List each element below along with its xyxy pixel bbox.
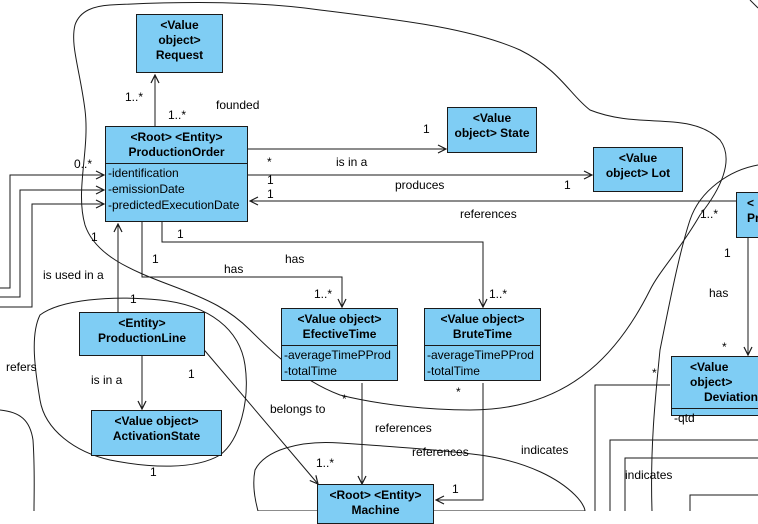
aggregate-boundary-product xyxy=(651,164,758,511)
label-has-left: has xyxy=(224,262,244,276)
class-request-name: Request xyxy=(155,48,204,62)
mult-deviation-star: * xyxy=(722,340,727,354)
assoc-deviation-indicates-3 xyxy=(624,457,758,511)
class-state-name: object> State xyxy=(454,126,530,140)
assoc-left-3 xyxy=(0,204,104,308)
mult-efective-1: 1..* xyxy=(314,287,333,301)
right-connector xyxy=(689,494,758,511)
assoc-deviation-indicates-1 xyxy=(594,384,670,511)
attr-eff-average-time: -averageTimePProd xyxy=(284,348,391,362)
mult-order-1b: 1 xyxy=(267,187,274,201)
mult-request-1: 1..* xyxy=(125,90,144,104)
aggregate-boundary-production-order xyxy=(73,2,727,411)
class-request[interactable]: <Value object> Request xyxy=(136,14,223,73)
label-is-in-a-line: is in a xyxy=(91,373,123,387)
class-brute-time-name: BruteTime xyxy=(452,327,513,341)
attr-emission-date: -emissionDate xyxy=(108,182,185,196)
mult-order-0: 0..* xyxy=(74,157,93,171)
attr-identification: -identification xyxy=(108,166,179,180)
label-references-low: references xyxy=(412,445,469,459)
label-belongs-to: belongs to xyxy=(270,402,326,416)
attr-eff-total-time: -totalTime xyxy=(284,364,337,378)
class-activation-state[interactable]: <Value object> ActivationState xyxy=(91,410,222,456)
class-activation-state-name: ActivationState xyxy=(112,429,201,443)
class-production-order-stereo: <Root> <Entity> xyxy=(130,130,223,144)
class-state-stereo: <Value xyxy=(472,111,512,125)
attr-brute-average-time: -averageTimePProd xyxy=(427,348,534,362)
class-machine[interactable]: <Root> <Entity> Machine xyxy=(317,484,434,524)
label-founded: founded xyxy=(216,98,260,112)
attr-brute-total-time: -totalTime xyxy=(427,364,480,378)
class-lot-name: object> Lot xyxy=(605,166,671,180)
class-product-stereo: < xyxy=(747,196,755,210)
mult-order-star: * xyxy=(267,155,272,169)
class-request-stereo-2: object> xyxy=(158,33,201,47)
mult-activation-1: 1 xyxy=(150,465,157,479)
class-efective-time[interactable]: <Value object> EfectiveTime -averageTime… xyxy=(281,308,398,381)
mult-order-bottom-1b: 1 xyxy=(152,252,159,266)
mult-brute-star: * xyxy=(456,385,461,399)
mult-efective-star: * xyxy=(342,392,347,406)
assoc-left-2 xyxy=(0,190,104,298)
class-production-line[interactable]: <Entity> ProductionLine xyxy=(79,312,205,356)
aggregate-boundary-production-line xyxy=(33,297,247,467)
class-production-line-name: ProductionLine xyxy=(98,331,186,345)
mult-order-bottom-1: 1 xyxy=(177,227,184,241)
class-production-order-name: ProductionOrder xyxy=(128,145,225,159)
mult-request-2: 1..* xyxy=(168,108,187,122)
class-efective-time-stereo: <Value object> xyxy=(297,312,382,326)
mult-line-1: 1 xyxy=(130,292,137,306)
mult-order-left-1: 1 xyxy=(91,230,98,244)
class-production-line-stereo: <Entity> xyxy=(118,316,166,330)
assoc-line-machine xyxy=(199,344,318,484)
label-has-mid: has xyxy=(285,252,305,266)
class-deviation-stereo: <Value object> xyxy=(690,360,733,389)
class-deviation-name: Deviation xyxy=(704,390,758,404)
label-references-mid: references xyxy=(375,421,432,435)
class-state[interactable]: <Value object> State xyxy=(447,107,537,153)
class-product-partial[interactable]: < Pr xyxy=(736,192,758,238)
mult-state-1: 1 xyxy=(423,122,430,136)
class-deviation[interactable]: <Value object> Deviation -qtd xyxy=(671,356,758,425)
label-is-in-a-state: is in a xyxy=(336,155,368,169)
top-right-edge xyxy=(749,0,758,9)
label-refers: refers xyxy=(6,360,37,374)
class-brute-time[interactable]: <Value object> BruteTime -averageTimePPr… xyxy=(424,308,541,381)
class-lot[interactable]: <Value object> Lot xyxy=(593,147,683,192)
label-indicates-1: indicates xyxy=(521,443,569,457)
class-production-order[interactable]: <Root> <Entity> ProductionOrder -identif… xyxy=(105,126,248,222)
mult-product-1: 1..* xyxy=(700,207,719,221)
assoc-left-1 xyxy=(0,175,104,289)
mult-product-1b: 1 xyxy=(724,246,731,260)
mult-order-1a: 1 xyxy=(267,173,274,187)
class-machine-stereo: <Root> <Entity> xyxy=(329,488,422,502)
mult-deviation-star-left: * xyxy=(652,366,657,380)
class-product-name: Pr xyxy=(747,211,758,225)
class-lot-stereo: <Value xyxy=(618,151,658,165)
class-activation-state-stereo: <Value object> xyxy=(114,414,199,428)
label-produces: produces xyxy=(395,178,445,192)
label-references-top: references xyxy=(460,207,517,221)
mult-lot-1: 1 xyxy=(564,178,571,192)
mult-brute-1: 1..* xyxy=(489,287,508,301)
label-has-right: has xyxy=(709,286,729,300)
assoc-order-efectivetime xyxy=(141,222,342,307)
class-efective-time-name: EfectiveTime xyxy=(302,327,377,341)
diagram-canvas xyxy=(0,0,758,511)
mult-machine-1: 1..* xyxy=(316,456,335,470)
label-is-used-in-a: is used in a xyxy=(43,268,104,282)
attr-predicted-execution-date: -predictedExecutionDate xyxy=(108,198,240,212)
attr-qtd: -qtd xyxy=(674,411,695,425)
left-edge-curve xyxy=(0,409,35,511)
mult-line-right-1: 1 xyxy=(188,367,195,381)
assoc-deviation-indicates-2 xyxy=(609,439,758,511)
class-request-stereo-1: <Value xyxy=(160,18,199,32)
label-indicates-2: indicates xyxy=(625,468,673,482)
assoc-brutetime-machine xyxy=(436,383,484,500)
class-brute-time-stereo: <Value object> xyxy=(440,312,525,326)
assoc-order-brutetime xyxy=(161,222,483,307)
mult-machine-1b: 1 xyxy=(452,482,459,496)
aggregate-boundary-machine xyxy=(253,441,586,511)
